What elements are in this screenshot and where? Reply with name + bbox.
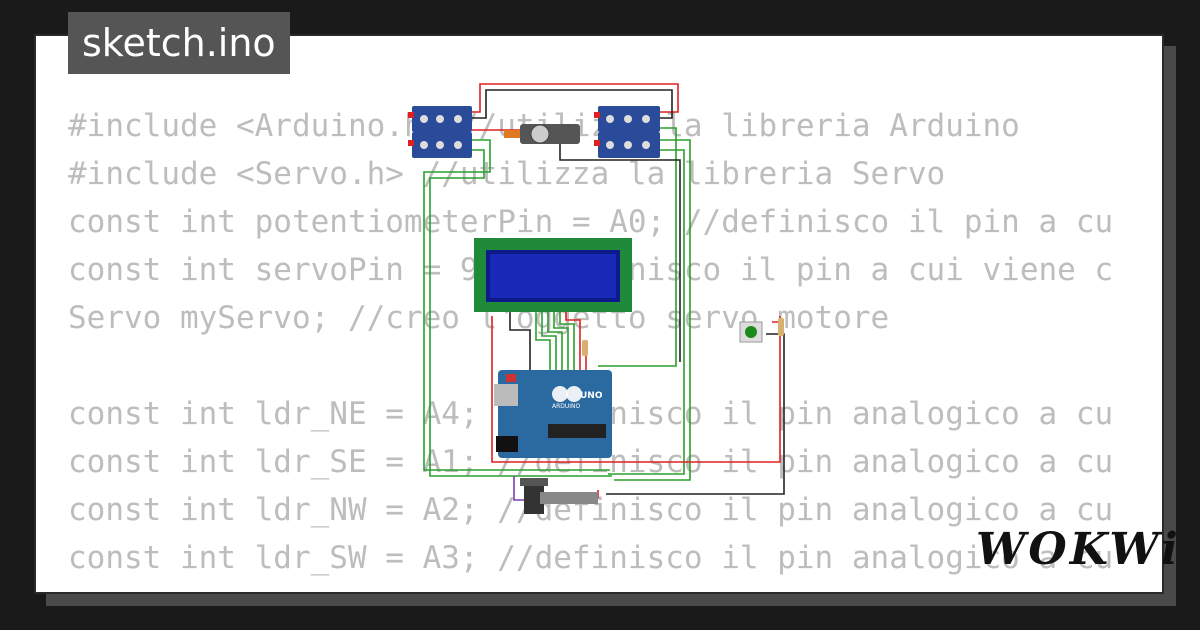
sketch-title: sketch.ino	[68, 12, 290, 74]
wokwi-logo: WOKWi	[976, 524, 1181, 575]
ldr-module-icon	[594, 106, 660, 158]
code-line: const int ldr_SW = A3; //definisco il pi…	[68, 540, 1114, 576]
code-line: #include <Servo.h> //utilizza la libreri…	[68, 156, 946, 192]
servo-icon	[504, 124, 580, 144]
resistor-icon	[582, 318, 784, 356]
potentiometer-icon	[520, 478, 598, 514]
pushbutton-icon	[739, 321, 763, 343]
arduino-uno-icon: UNO ARDUINO	[494, 370, 612, 458]
code-line: const int ldr_NW = A2; //definisco il pi…	[68, 492, 1114, 528]
code-line: const int potentiometerPin = A0; //defin…	[68, 204, 1114, 240]
code-line: int ldr_value_NE = 0; //Valore letto dal…	[68, 582, 1134, 592]
board-label: UNO	[580, 391, 603, 401]
board-brand: ARDUINO	[552, 403, 581, 410]
lcd-icon	[474, 238, 632, 312]
ldr-module-icon	[408, 106, 472, 158]
